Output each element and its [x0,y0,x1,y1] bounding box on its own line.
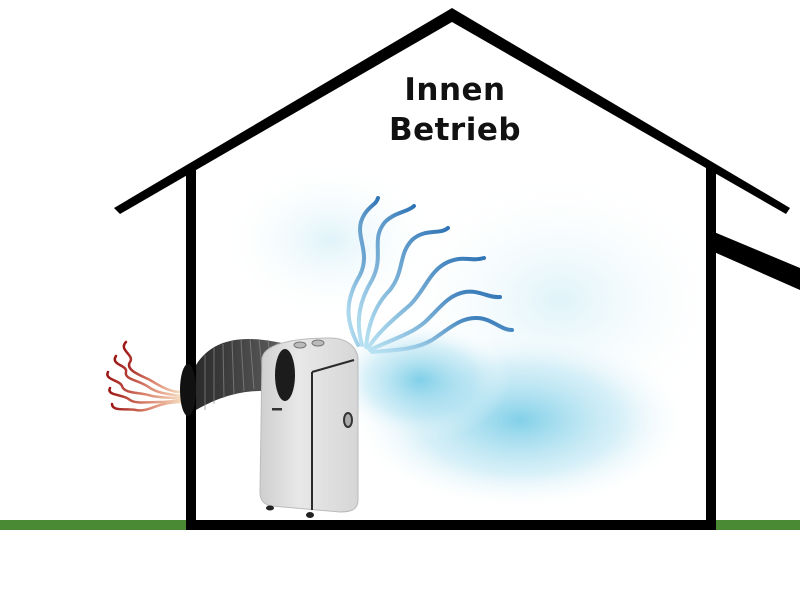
house-outline [114,8,800,530]
brand-label [272,408,282,411]
control-knob [343,412,353,428]
cold-air-waves [346,196,514,354]
portable-ac-unit [259,337,359,518]
ground-left [0,520,190,530]
ground-right [714,520,800,530]
wall-vent-port [180,364,196,416]
diagram-title: Innen Betrieb [340,70,570,150]
title-line-2: Betrieb [388,112,522,148]
hot-air-waves [106,340,184,412]
title-line-1: Innen [404,72,506,108]
